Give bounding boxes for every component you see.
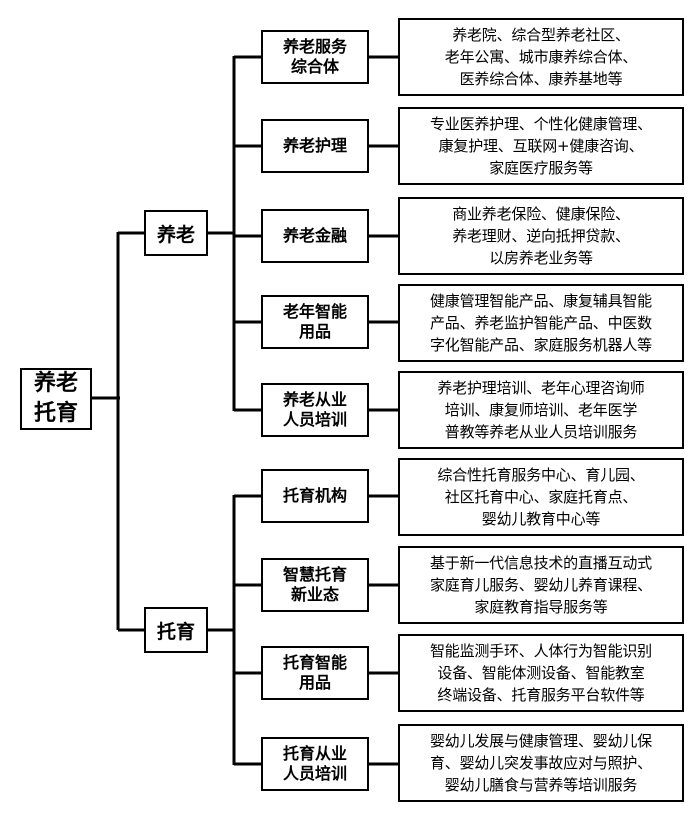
branch-label: 托育 [156,620,195,643]
category-node: 托育从业 人员培训 [261,737,369,791]
category-label: 托育从业 人员培训 [282,744,347,783]
category-node: 养老护理 [261,119,369,173]
description-node: 养老院、综合型养老社区、 老年公寓、城市康养综合体、 医养综合体、康养基地等 [398,18,684,96]
category-node: 养老金融 [261,209,369,263]
root-label: 养老 托育 [33,371,78,426]
description-node: 综合性托育服务中心、育儿园、 社区托育中心、家庭托育点、 婴幼儿教育中心等 [398,458,684,536]
category-node: 智慧托育 新业态 [261,558,369,612]
description-text: 智能监测手环、人体行为智能识别 设备、智能体测设备、智能教室 终端设备、托育服务… [429,642,652,704]
category-node: 托育机构 [261,469,369,523]
description-node: 商业养老保险、健康保险、 养老理财、逆向抵押贷款、 以房养老业务等 [398,197,684,275]
category-label: 托育机构 [282,486,347,505]
description-text: 健康管理智能产品、康复辅具智能 产品、养老监护智能产品、中医数 字化智能产品、家… [429,292,652,354]
category-label: 养老服务 综合体 [282,37,347,76]
description-text: 商业养老保险、健康保险、 养老理财、逆向抵押贷款、 以房养老业务等 [452,205,630,267]
category-label: 养老护理 [282,136,347,155]
description-node: 智能监测手环、人体行为智能识别 设备、智能体测设备、智能教室 终端设备、托育服务… [398,634,684,712]
branch-node-childcare: 托育 [144,607,208,653]
description-node: 养老护理培训、老年心理咨询师 培训、康复师培训、老年医学 普教等养老从业人员培训… [398,371,684,449]
category-label: 老年智能 用品 [282,302,347,341]
description-text: 婴幼儿发展与健康管理、婴幼儿保 育、婴幼儿突发事故应对与照护、 婴幼儿膳食与营养… [429,732,652,794]
description-text: 综合性托育服务中心、育儿园、 社区托育中心、家庭托育点、 婴幼儿教育中心等 [437,466,645,528]
category-label: 托育智能 用品 [282,653,347,692]
description-node: 专业医养护理、个性化健康管理、 康复护理、互联网+健康咨询、 家庭医疗服务等 [398,107,684,185]
category-node: 老年智能 用品 [261,295,369,349]
root-node: 养老 托育 [20,368,92,430]
category-node: 养老服务 综合体 [261,30,369,84]
description-text: 养老护理培训、老年心理咨询师 培训、康复师培训、老年医学 普教等养老从业人员培训… [437,379,645,441]
category-label: 养老从业 人员培训 [282,390,347,429]
description-node: 婴幼儿发展与健康管理、婴幼儿保 育、婴幼儿突发事故应对与照护、 婴幼儿膳食与营养… [398,724,684,802]
description-node: 基于新一代信息技术的直播互动式 家庭育儿服务、婴幼儿养育课程、 家庭教育指导服务… [398,546,684,624]
category-node: 养老从业 人员培训 [261,383,369,437]
description-text: 养老院、综合型养老社区、 老年公寓、城市康养综合体、 医养综合体、康养基地等 [444,26,638,88]
category-label: 智慧托育 新业态 [282,565,347,604]
branch-label: 养老 [156,223,195,246]
category-label: 养老金融 [282,226,347,245]
category-node: 托育智能 用品 [261,646,369,700]
description-node: 健康管理智能产品、康复辅具智能 产品、养老监护智能产品、中医数 字化智能产品、家… [398,284,684,362]
description-text: 专业医养护理、个性化健康管理、 康复护理、互联网+健康咨询、 家庭医疗服务等 [429,115,652,177]
branch-node-eldercare: 养老 [144,210,208,256]
description-text: 基于新一代信息技术的直播互动式 家庭育儿服务、婴幼儿养育课程、 家庭教育指导服务… [429,554,652,616]
